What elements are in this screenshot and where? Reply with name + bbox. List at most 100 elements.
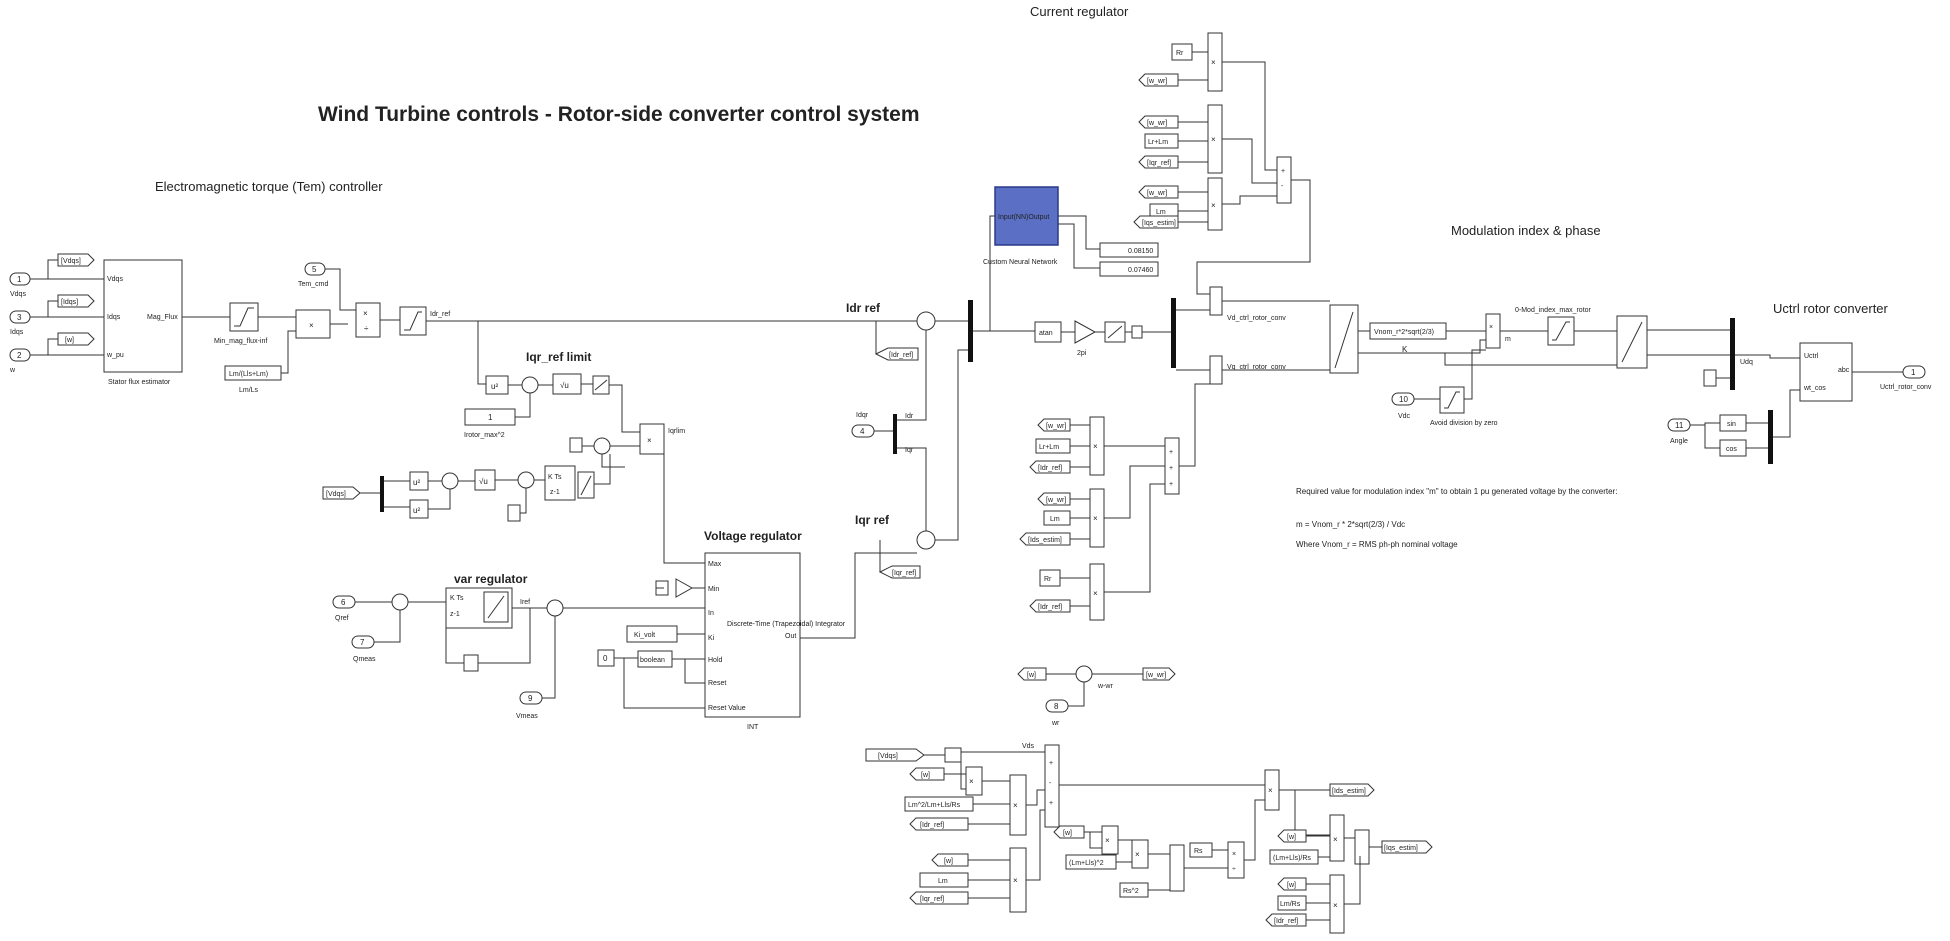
sin-block[interactable]: sin bbox=[1719, 414, 1747, 432]
sum-w-wr[interactable]: w-wr bbox=[1075, 665, 1113, 690]
custom-neural-network-block[interactable]: Input(NN)Output Custom Neural Network bbox=[983, 186, 1059, 266]
dq-abc-block[interactable]: Uctrl wt_cos abc bbox=[1799, 342, 1853, 402]
tag-w-bottom-2[interactable]: [w] bbox=[931, 853, 969, 867]
product-bottom-5[interactable]: × bbox=[1131, 839, 1149, 869]
tag-iqr-ref[interactable]: [Iqr_ref] bbox=[878, 565, 921, 579]
tag-idr-ref-mid-2[interactable]: [Idr_ref] bbox=[1029, 599, 1071, 613]
rs2-const[interactable]: Rs^2 bbox=[1119, 882, 1149, 898]
tag-idr-ref[interactable]: [Idr_ref] bbox=[874, 347, 919, 361]
rad-sat-block[interactable] bbox=[1104, 321, 1126, 343]
product-bottom-6[interactable]: × bbox=[1264, 769, 1280, 811]
divide-block[interactable]: × ÷ bbox=[355, 302, 381, 338]
stator-flux-estimator-block[interactable]: Vdqs Idqs w_pu Mag_Flux Stator flux esti… bbox=[103, 259, 183, 386]
sqrt-block-limit[interactable]: √u bbox=[552, 373, 582, 395]
tag-idr-ref-bottom-2[interactable]: [Idr_ref] bbox=[1265, 913, 1307, 927]
lr-lm-const-1[interactable]: Lr+Lm bbox=[1144, 133, 1179, 149]
sum-vd[interactable] bbox=[1209, 286, 1223, 316]
cos-block[interactable]: cos bbox=[1719, 439, 1747, 457]
mux-udq[interactable] bbox=[1730, 318, 1735, 390]
product-bottom-8[interactable]: × bbox=[1329, 874, 1345, 934]
inport-w[interactable]: 2 w bbox=[9, 348, 31, 374]
mux-sincos[interactable] bbox=[1768, 410, 1773, 464]
sum-bottom-3[interactable] bbox=[1354, 829, 1370, 865]
square-block-2[interactable]: u² bbox=[409, 471, 429, 491]
product-mid-2[interactable]: × bbox=[1089, 488, 1105, 548]
avoid-division-saturation[interactable]: Avoid division by zero bbox=[1430, 386, 1498, 427]
sum-vq[interactable] bbox=[1209, 355, 1223, 385]
voltage-integrator-block[interactable]: Max Min In Ki Hold Reset Reset Value Out… bbox=[704, 552, 846, 731]
outport-uctrl[interactable]: 1 Uctrl_rotor_conv bbox=[1880, 365, 1932, 391]
nn-output-display-2[interactable]: 0.07460 bbox=[1099, 261, 1159, 277]
sum-block-vdqs-2[interactable] bbox=[517, 471, 535, 489]
tag-w-bottom-4[interactable]: [w] bbox=[1277, 829, 1307, 843]
sum-mid[interactable]: + + + bbox=[1164, 437, 1180, 495]
square-block-1[interactable]: u² bbox=[485, 375, 509, 395]
tag-w-wr-3[interactable]: [w_wr] bbox=[1138, 185, 1179, 199]
sum-block-iqrlim[interactable] bbox=[593, 437, 611, 455]
tag-w-wr-2[interactable]: [w_wr] bbox=[1138, 115, 1179, 129]
lm-lls-sq-const[interactable]: (Lm+Lls)^2 bbox=[1065, 854, 1117, 870]
product-bottom-1[interactable]: × bbox=[965, 766, 983, 796]
nn-output-display-1[interactable]: 0.08150 bbox=[1099, 242, 1159, 258]
sum-var[interactable] bbox=[391, 593, 409, 611]
one-constant-small[interactable] bbox=[569, 437, 583, 453]
tag-w-bottom-3[interactable]: [w] bbox=[1053, 825, 1085, 839]
idr-ref-saturation[interactable]: Idr_ref bbox=[399, 306, 450, 336]
tag-idqs[interactable]: [Idqs] bbox=[57, 294, 95, 308]
lm-const-bottom[interactable]: Lm bbox=[919, 872, 969, 888]
inport-vmeas[interactable]: 9 Vmeas bbox=[516, 691, 543, 720]
tag-w-wr-out[interactable]: [w_wr] bbox=[1142, 667, 1176, 681]
sum-bottom[interactable]: + - + bbox=[1044, 744, 1060, 828]
inport-tem-cmd[interactable]: 5 Tem_cmd bbox=[298, 262, 328, 288]
inport-idqr[interactable]: 4 Idqr bbox=[851, 412, 875, 438]
gain-var-feedback[interactable] bbox=[463, 654, 479, 672]
sum-iqr[interactable] bbox=[916, 530, 936, 550]
rs-const-bottom[interactable]: Rs bbox=[1189, 842, 1213, 858]
sqrt-block-vdqs[interactable]: √u bbox=[474, 469, 496, 491]
small-constant-vdqs[interactable] bbox=[507, 504, 521, 522]
product-iqrlim[interactable]: × Iqrlim bbox=[639, 423, 685, 455]
product-bottom-4[interactable]: × bbox=[1101, 825, 1119, 855]
product-block-1[interactable]: × bbox=[295, 309, 331, 339]
demux-vdqs-bottom[interactable] bbox=[944, 747, 962, 763]
product-mid-3[interactable]: × bbox=[1089, 563, 1105, 621]
inport-qref[interactable]: 6 Qref bbox=[332, 595, 356, 622]
tag-iqs-estim-top[interactable]: [Iqr_ref] bbox=[1138, 155, 1179, 169]
boolean-block[interactable]: boolean bbox=[637, 650, 673, 668]
tag-idr-ref-bottom[interactable]: [Idr_ref] bbox=[909, 817, 969, 831]
ki-volt-constant[interactable]: Ki_volt bbox=[626, 625, 678, 643]
divide-bottom[interactable]: × ÷ bbox=[1227, 841, 1245, 879]
tag-w-bottom-5[interactable]: [w] bbox=[1277, 877, 1307, 891]
sum-cr-top[interactable]: + - bbox=[1276, 156, 1292, 204]
var-integrator-block[interactable]: K Ts z-1 bbox=[445, 587, 513, 629]
current-reg-rr-const[interactable]: Rr bbox=[1171, 43, 1193, 61]
mux-idq-ref[interactable] bbox=[968, 300, 973, 362]
tag-vdqs-bottom[interactable]: [Vdqs] bbox=[865, 748, 925, 762]
square-block-3[interactable]: u² bbox=[409, 499, 429, 519]
lm-lls-rs-const[interactable]: Lm^2/Lm+Lls/Rs bbox=[904, 796, 974, 812]
tag-w-wr-mid-2[interactable]: [w_wr] bbox=[1037, 492, 1071, 506]
product-cr-2[interactable]: × bbox=[1207, 104, 1223, 174]
min-mag-flux-saturation[interactable]: Min_mag_flux-inf bbox=[214, 302, 267, 345]
tag-idr-ref-mid[interactable]: [Idr_ref] bbox=[1029, 460, 1071, 474]
discrete-integrator-limit[interactable]: K Ts z-1 bbox=[544, 465, 576, 501]
product-bottom-2[interactable]: × bbox=[1009, 774, 1027, 836]
lm-ratio-constant[interactable]: Lm/(Lls+Lm) Lm/Ls bbox=[224, 365, 282, 394]
lm-const-mid[interactable]: Lm bbox=[1043, 510, 1071, 526]
irotor-max-constant[interactable]: 1 Irotor_max^2 bbox=[464, 408, 516, 439]
sum-block-limit[interactable] bbox=[521, 376, 539, 394]
atan-block[interactable]: atan bbox=[1034, 321, 1062, 343]
tag-w[interactable]: [w] bbox=[57, 332, 95, 346]
lr-lm-const-mid[interactable]: Lr+Lm bbox=[1035, 438, 1071, 454]
k-gain-block[interactable]: Vnom_r*2*sqrt(2/3) K bbox=[1369, 322, 1447, 354]
tag-ids-estim-out[interactable]: [Ids_estim] bbox=[1329, 783, 1375, 797]
sum-block-vdqs[interactable] bbox=[441, 472, 459, 490]
polar-to-cart-block[interactable] bbox=[1616, 315, 1648, 369]
rr-const-mid[interactable]: Rr bbox=[1039, 569, 1061, 587]
inport-idqs[interactable]: 3 Idqs bbox=[9, 310, 31, 336]
inport-qmeas[interactable]: 7 Qmeas bbox=[351, 635, 376, 663]
tag-ids-estim-mid[interactable]: [Ids_estim] bbox=[1019, 532, 1071, 546]
product-cr-3[interactable]: × bbox=[1207, 177, 1223, 231]
demux-vdq-ctrl[interactable] bbox=[1171, 298, 1176, 368]
tag-iqs-estim[interactable]: [Iqs_estim] bbox=[1133, 215, 1179, 229]
